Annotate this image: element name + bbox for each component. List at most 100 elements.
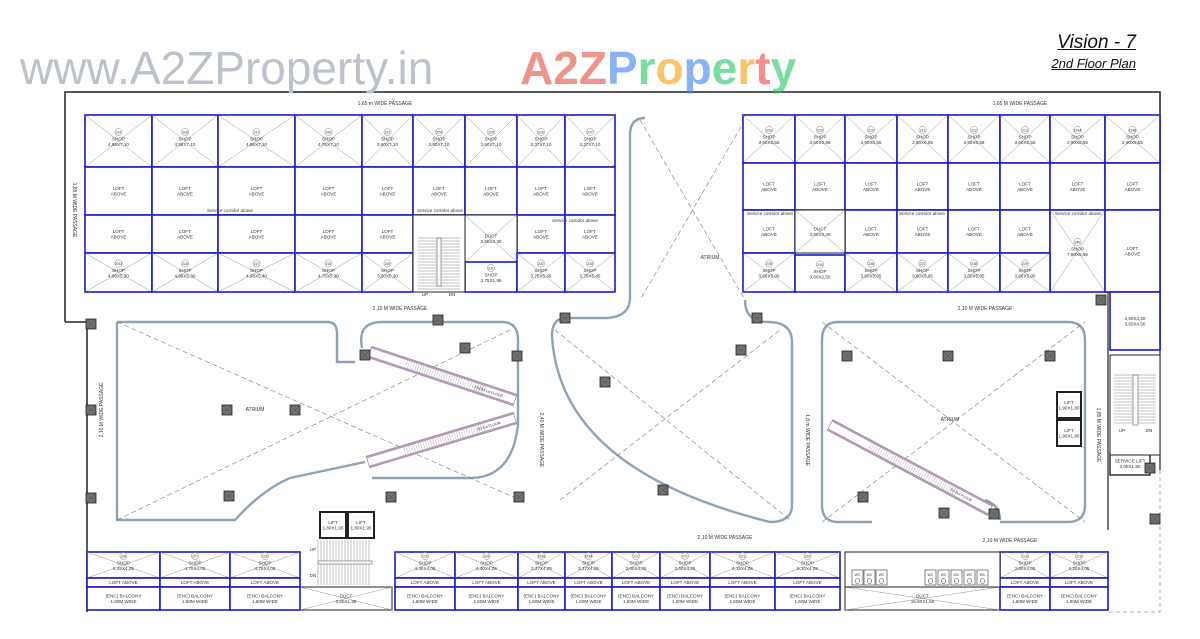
cell-diagonal xyxy=(844,586,1001,611)
escalator-step xyxy=(449,375,453,383)
loft-above-label: LOFT ABOVE xyxy=(527,580,556,585)
cell-label: SERVICE LIFT xyxy=(1115,458,1146,463)
shop-number: 240 xyxy=(1075,240,1081,244)
cell-label: 3,75X5,45 xyxy=(531,273,552,278)
shop-number-circle xyxy=(383,128,392,136)
cell-diagonal xyxy=(361,114,414,168)
cell-label: SHOP xyxy=(1126,134,1139,139)
shop-number-circle xyxy=(537,552,546,560)
wc-icon xyxy=(928,578,933,584)
escalator-step xyxy=(472,426,476,434)
cell-label: LOFT xyxy=(382,229,394,234)
cell-diagonal xyxy=(742,252,796,293)
cell-label: LOFT xyxy=(179,186,191,191)
cell-label: SHOP xyxy=(381,268,394,273)
cell-label: 3,60X6,55 xyxy=(759,140,780,145)
loft-cell-outline xyxy=(1049,162,1106,211)
escalator-step xyxy=(458,430,462,439)
loft-cell-outline xyxy=(896,162,949,211)
escalator-step xyxy=(945,483,950,491)
cell-diagonal xyxy=(709,551,776,579)
logo: A2ZProperty xyxy=(520,42,797,94)
cell-diagonal xyxy=(464,214,518,263)
escalator-step xyxy=(868,442,872,450)
shop-number: 239 xyxy=(1022,262,1028,266)
stair-dn-label: DN xyxy=(1146,428,1153,433)
escalator-handrail xyxy=(371,346,517,397)
cell-label: ABOVE xyxy=(111,234,127,239)
shop-number: 217 xyxy=(254,130,260,134)
cell-label: DUCT xyxy=(485,233,498,238)
passage-label: 2,10 M WIDE PASSAGE xyxy=(958,306,1013,312)
cell-label: SHOP xyxy=(967,134,980,139)
cell-label: SHOP xyxy=(535,560,548,565)
shop-number: 226 xyxy=(538,130,544,134)
shop-number-circle xyxy=(421,552,429,560)
cell-label: 1,60M WIDE xyxy=(672,599,698,604)
cell-diagonal xyxy=(1049,209,1106,293)
shop-number: 211 xyxy=(920,128,926,132)
escalator-step xyxy=(925,473,930,481)
escalator-handrail xyxy=(366,412,514,459)
cell-diagonal xyxy=(454,551,519,579)
column xyxy=(85,318,97,330)
escalator-frame xyxy=(367,345,518,407)
bottom-loft-band: LOFT ABOVE xyxy=(659,577,711,588)
logo-letter: t xyxy=(755,42,770,94)
cell-label: LOFT xyxy=(535,186,547,191)
escalator-step xyxy=(434,437,438,446)
wc-label: WC xyxy=(855,573,861,577)
shop-number-circle xyxy=(537,128,545,136)
cell-label: ABOVE xyxy=(1125,251,1141,256)
escalator-step xyxy=(874,446,879,454)
escalator-step xyxy=(437,437,440,445)
loft-above-label: LOFT ABOVE xyxy=(574,580,603,585)
cell-label: 1,60M WIDE xyxy=(252,599,278,604)
cell-label: (ENC) BALCONY xyxy=(177,593,213,598)
cell-label: 5,10X4,05 xyxy=(797,566,818,571)
escalator-step xyxy=(932,476,936,484)
escalator-step xyxy=(947,485,952,492)
cell-label: 4,75X5,30 xyxy=(318,273,339,278)
shop-number: 232 xyxy=(538,262,544,266)
cell-label: LOFT xyxy=(865,181,877,186)
cell-label: (ENC) BALCONY xyxy=(1007,593,1043,598)
shop-number: 214B xyxy=(1129,128,1138,132)
cell-label: SHOP xyxy=(1071,134,1084,139)
cell-label: SHOP xyxy=(813,269,826,274)
column-cross xyxy=(1149,513,1161,525)
cell-label: 4,98X7,10 xyxy=(246,142,267,147)
escalator-step xyxy=(468,427,471,436)
escalator-step xyxy=(409,361,413,370)
escalator-step xyxy=(936,479,941,487)
cell-label: LOFT xyxy=(1019,181,1031,186)
escalator-step xyxy=(417,443,421,451)
shop-number: 2013 xyxy=(115,262,123,266)
cell-label: SHOP xyxy=(1018,134,1031,139)
column-cross xyxy=(85,318,97,330)
cell-diagonal xyxy=(844,252,898,293)
cell-label: 1,60M WIDE xyxy=(575,599,601,604)
loft-above-label: LOFT ABOVE xyxy=(622,580,651,585)
shop-number: 228 xyxy=(121,554,127,558)
passage-label: 2,40 M WIDE PASSAGE xyxy=(538,413,544,468)
cell-label: 3,60X4,50 xyxy=(1125,316,1146,321)
escalator-step xyxy=(927,474,932,482)
loft-cell-outline xyxy=(151,166,219,216)
column xyxy=(938,507,950,519)
escalator-step xyxy=(453,432,457,440)
lift-cell-outline xyxy=(347,511,375,539)
